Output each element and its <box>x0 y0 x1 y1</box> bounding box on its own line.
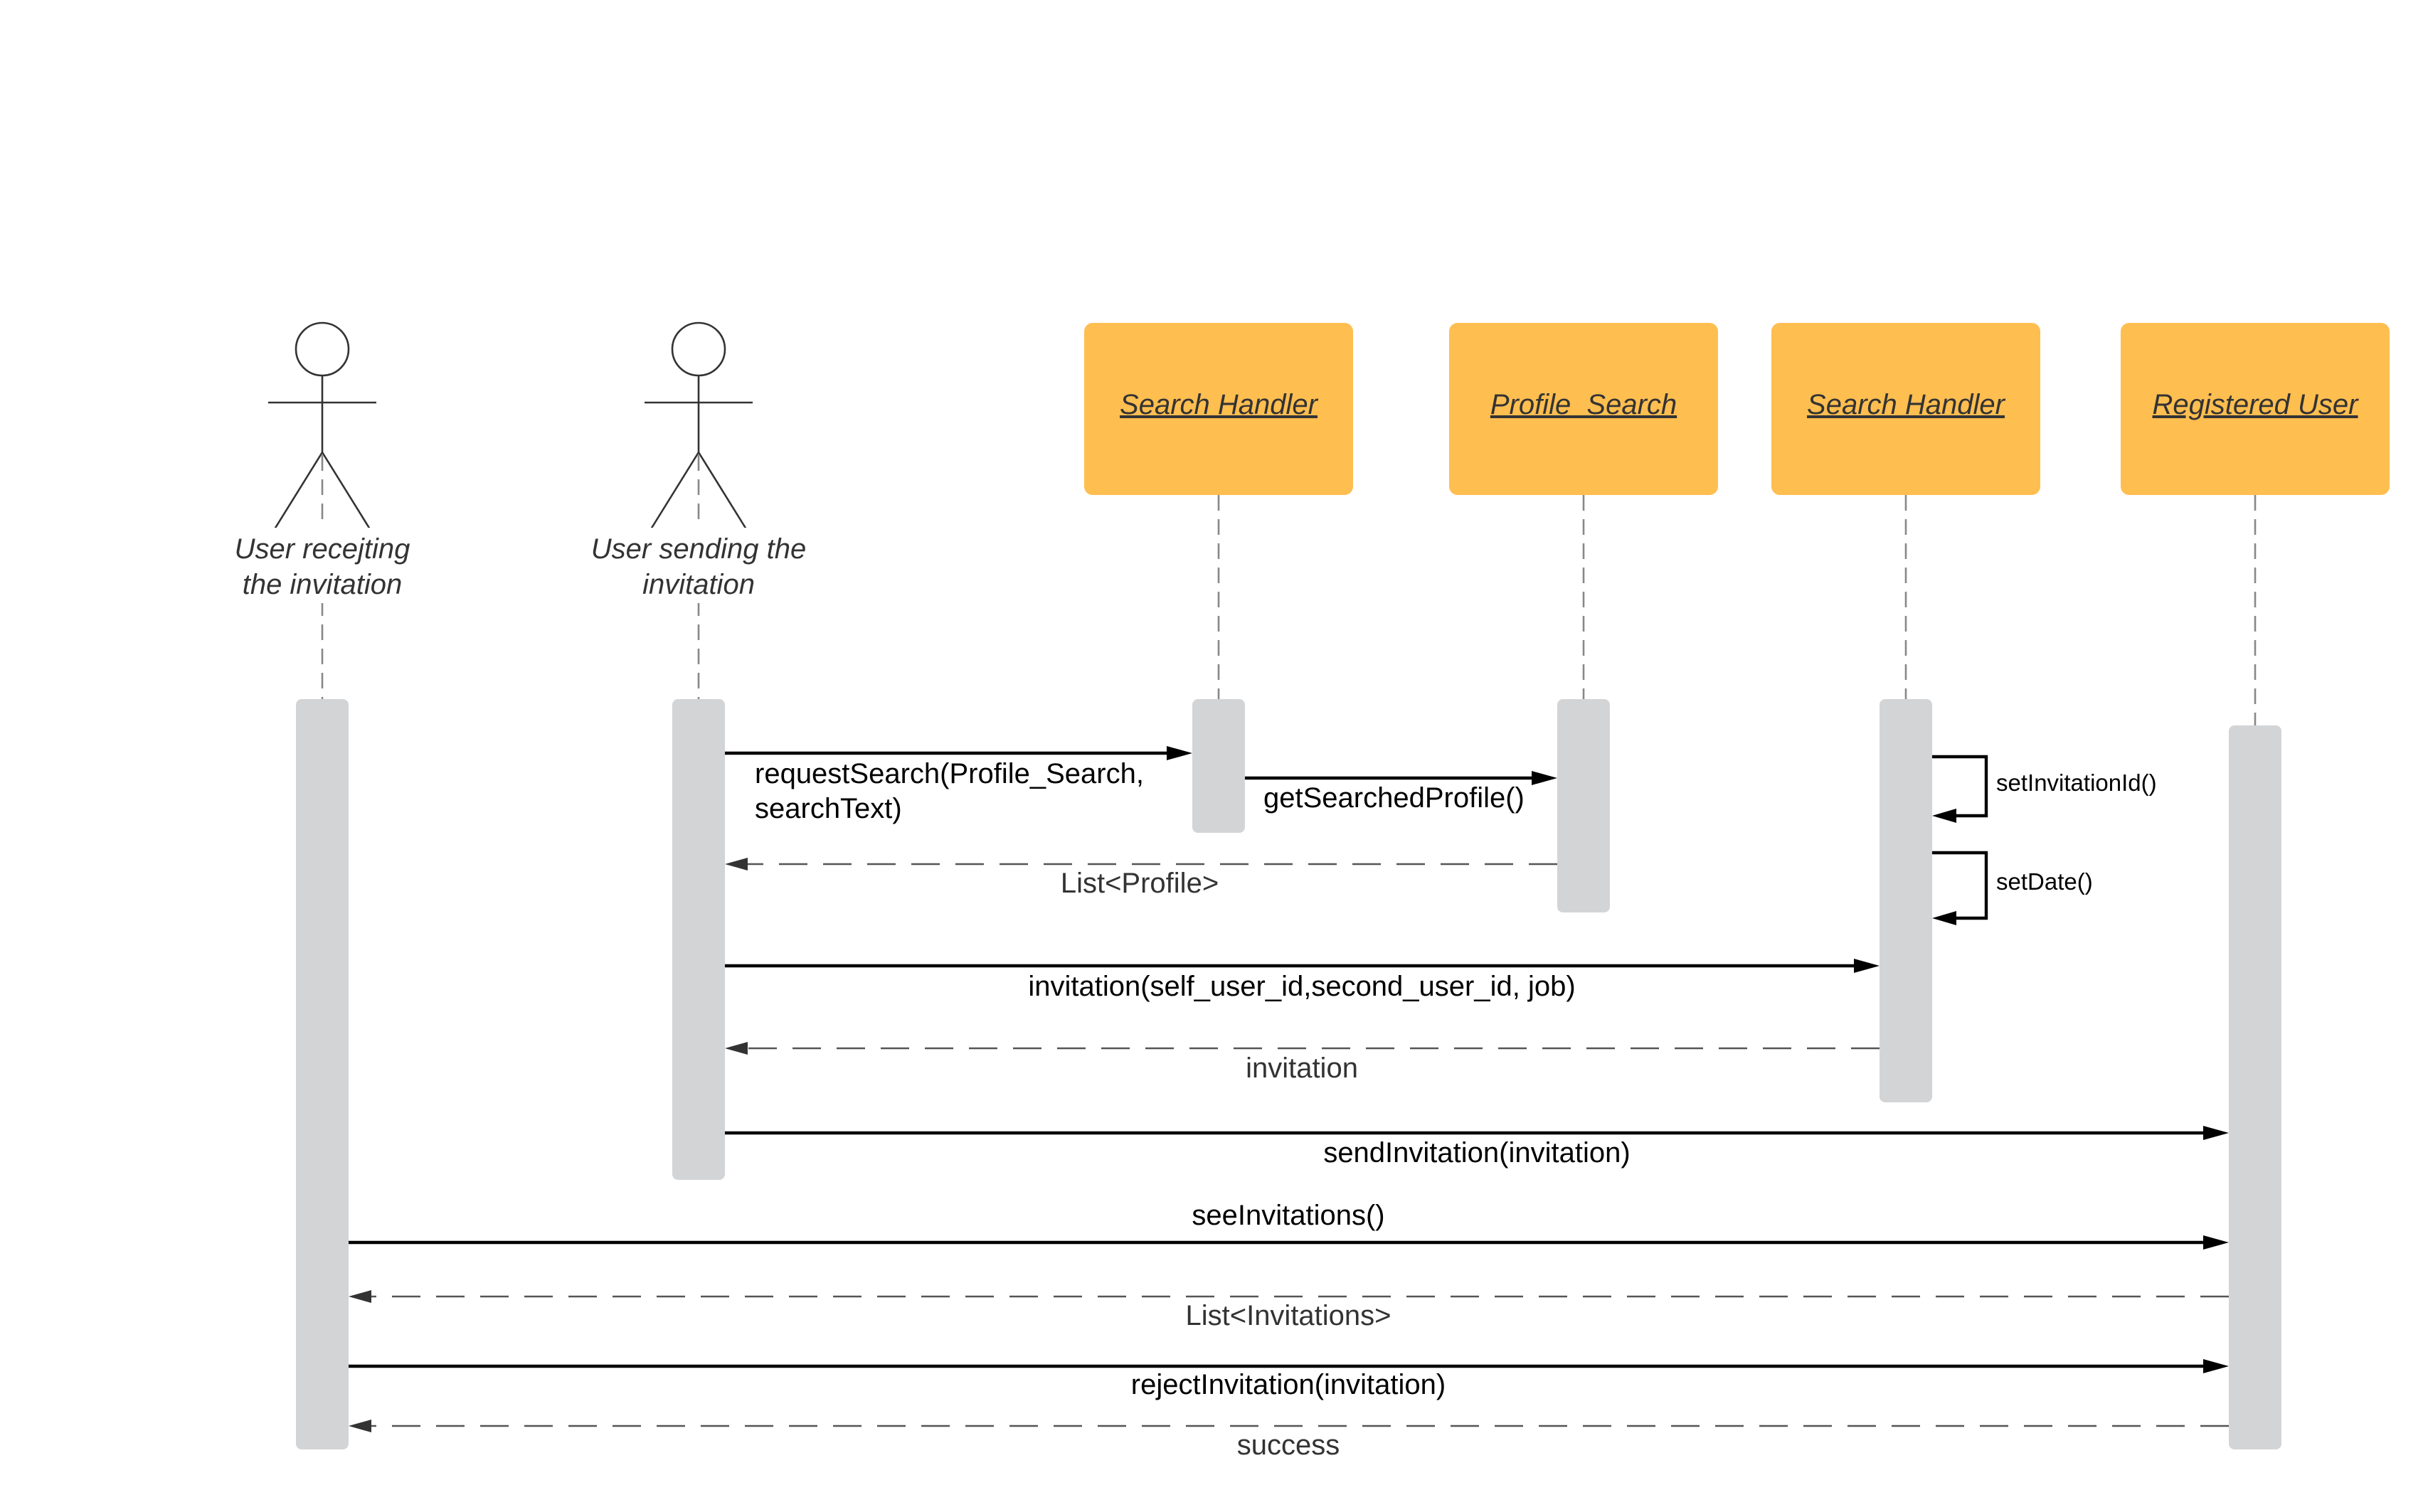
message-reject-invitation: rejectInvitation(invitation) <box>349 1359 2229 1400</box>
activation-search-handler-2 <box>1880 699 1932 1102</box>
actor-sender-left-leg <box>646 452 700 536</box>
search-handler-2-label: Search Handler <box>1807 389 2006 420</box>
activation-receiver <box>296 699 349 1449</box>
self-call-set-date: setDate() <box>1932 851 2093 925</box>
return-success: success <box>349 1420 2229 1461</box>
message-get-searched-profile: getSearchedProfile() <box>1245 771 1557 814</box>
see-invitations-arrowhead <box>2203 1235 2229 1250</box>
list-invitations-arrowhead <box>349 1290 371 1303</box>
actor-receiver-right-leg <box>321 452 375 536</box>
actor-sender-label-line1: User sending the <box>591 533 806 565</box>
actor-sender-label-line2: invitation <box>642 569 755 600</box>
get-searched-profile-arrowhead <box>1532 771 1557 785</box>
message-send-invitation: sendInvitation(invitation) <box>725 1126 2229 1168</box>
search-handler-1-box <box>1084 323 1353 495</box>
search-handler-2-box <box>1771 323 2040 495</box>
activation-sender <box>672 699 725 1180</box>
actor-receiver-head <box>295 321 350 377</box>
send-invitation-label: sendInvitation(invitation) <box>1323 1137 1630 1168</box>
message-request-search: requestSearch(Profile_Search, searchText… <box>725 746 1192 824</box>
registered-user-box <box>2121 323 2390 495</box>
success-label: success <box>1237 1430 1340 1461</box>
request-search-label-line1: requestSearch(Profile_Search, <box>755 758 1144 789</box>
success-arrowhead <box>349 1420 371 1432</box>
list-profile-label: List<Profile> <box>1061 868 1219 899</box>
request-search-label-line2: searchText) <box>755 793 902 824</box>
activation-profile-search <box>1557 699 1610 912</box>
reject-invitation-arrowhead <box>2203 1359 2229 1373</box>
list-profile-arrowhead <box>725 858 748 871</box>
set-date-label: setDate() <box>1996 868 2093 895</box>
invitation-return-arrowhead <box>725 1042 748 1055</box>
activation-registered-user <box>2229 725 2281 1449</box>
reject-invitation-label: rejectInvitation(invitation) <box>1131 1369 1446 1400</box>
actor-receiver <box>268 321 376 536</box>
return-invitation: invitation <box>725 1042 1880 1084</box>
request-search-arrowhead <box>1167 746 1192 760</box>
registered-user-label: Registered User <box>2152 389 2359 420</box>
set-date-arrowhead <box>1932 911 1956 925</box>
actor-receiver-label-line1: User recejting <box>235 533 410 565</box>
set-invitation-id-arrowhead <box>1932 809 1956 823</box>
send-invitation-arrowhead <box>2203 1126 2229 1140</box>
return-list-profile: List<Profile> <box>725 858 1557 899</box>
message-see-invitations: seeInvitations() <box>349 1200 2229 1250</box>
profile-search-label: Profile Search <box>1490 389 1677 420</box>
list-invitations-label: List<Invitations> <box>1185 1300 1391 1331</box>
actor-receiver-label-line2: the invitation <box>243 569 403 600</box>
search-handler-1-label: Search Handler <box>1120 389 1319 420</box>
set-date-loop <box>1932 851 1988 920</box>
invitation-return-label: invitation <box>1246 1053 1358 1084</box>
actor-sender-right-leg <box>697 452 751 536</box>
actor-sender-head <box>671 321 726 377</box>
return-list-invitations: List<Invitations> <box>349 1290 2229 1331</box>
see-invitations-label: seeInvitations() <box>1192 1200 1384 1231</box>
get-searched-profile-label: getSearchedProfile() <box>1263 782 1525 814</box>
set-invitation-id-label: setInvitationId() <box>1996 770 2157 796</box>
self-call-set-invitation-id: setInvitationId() <box>1932 755 2157 823</box>
activation-search-handler-1 <box>1192 699 1245 833</box>
actor-receiver-left-leg <box>270 452 324 536</box>
invitation-call-label: invitation(self_user_id,second_user_id, … <box>1028 971 1575 1002</box>
profile-search-box <box>1449 323 1718 495</box>
invitation-call-arrowhead <box>1854 959 1880 973</box>
actor-sender <box>645 321 753 536</box>
set-invitation-id-loop <box>1932 755 1988 818</box>
message-invitation-call: invitation(self_user_id,second_user_id, … <box>725 959 1880 1002</box>
